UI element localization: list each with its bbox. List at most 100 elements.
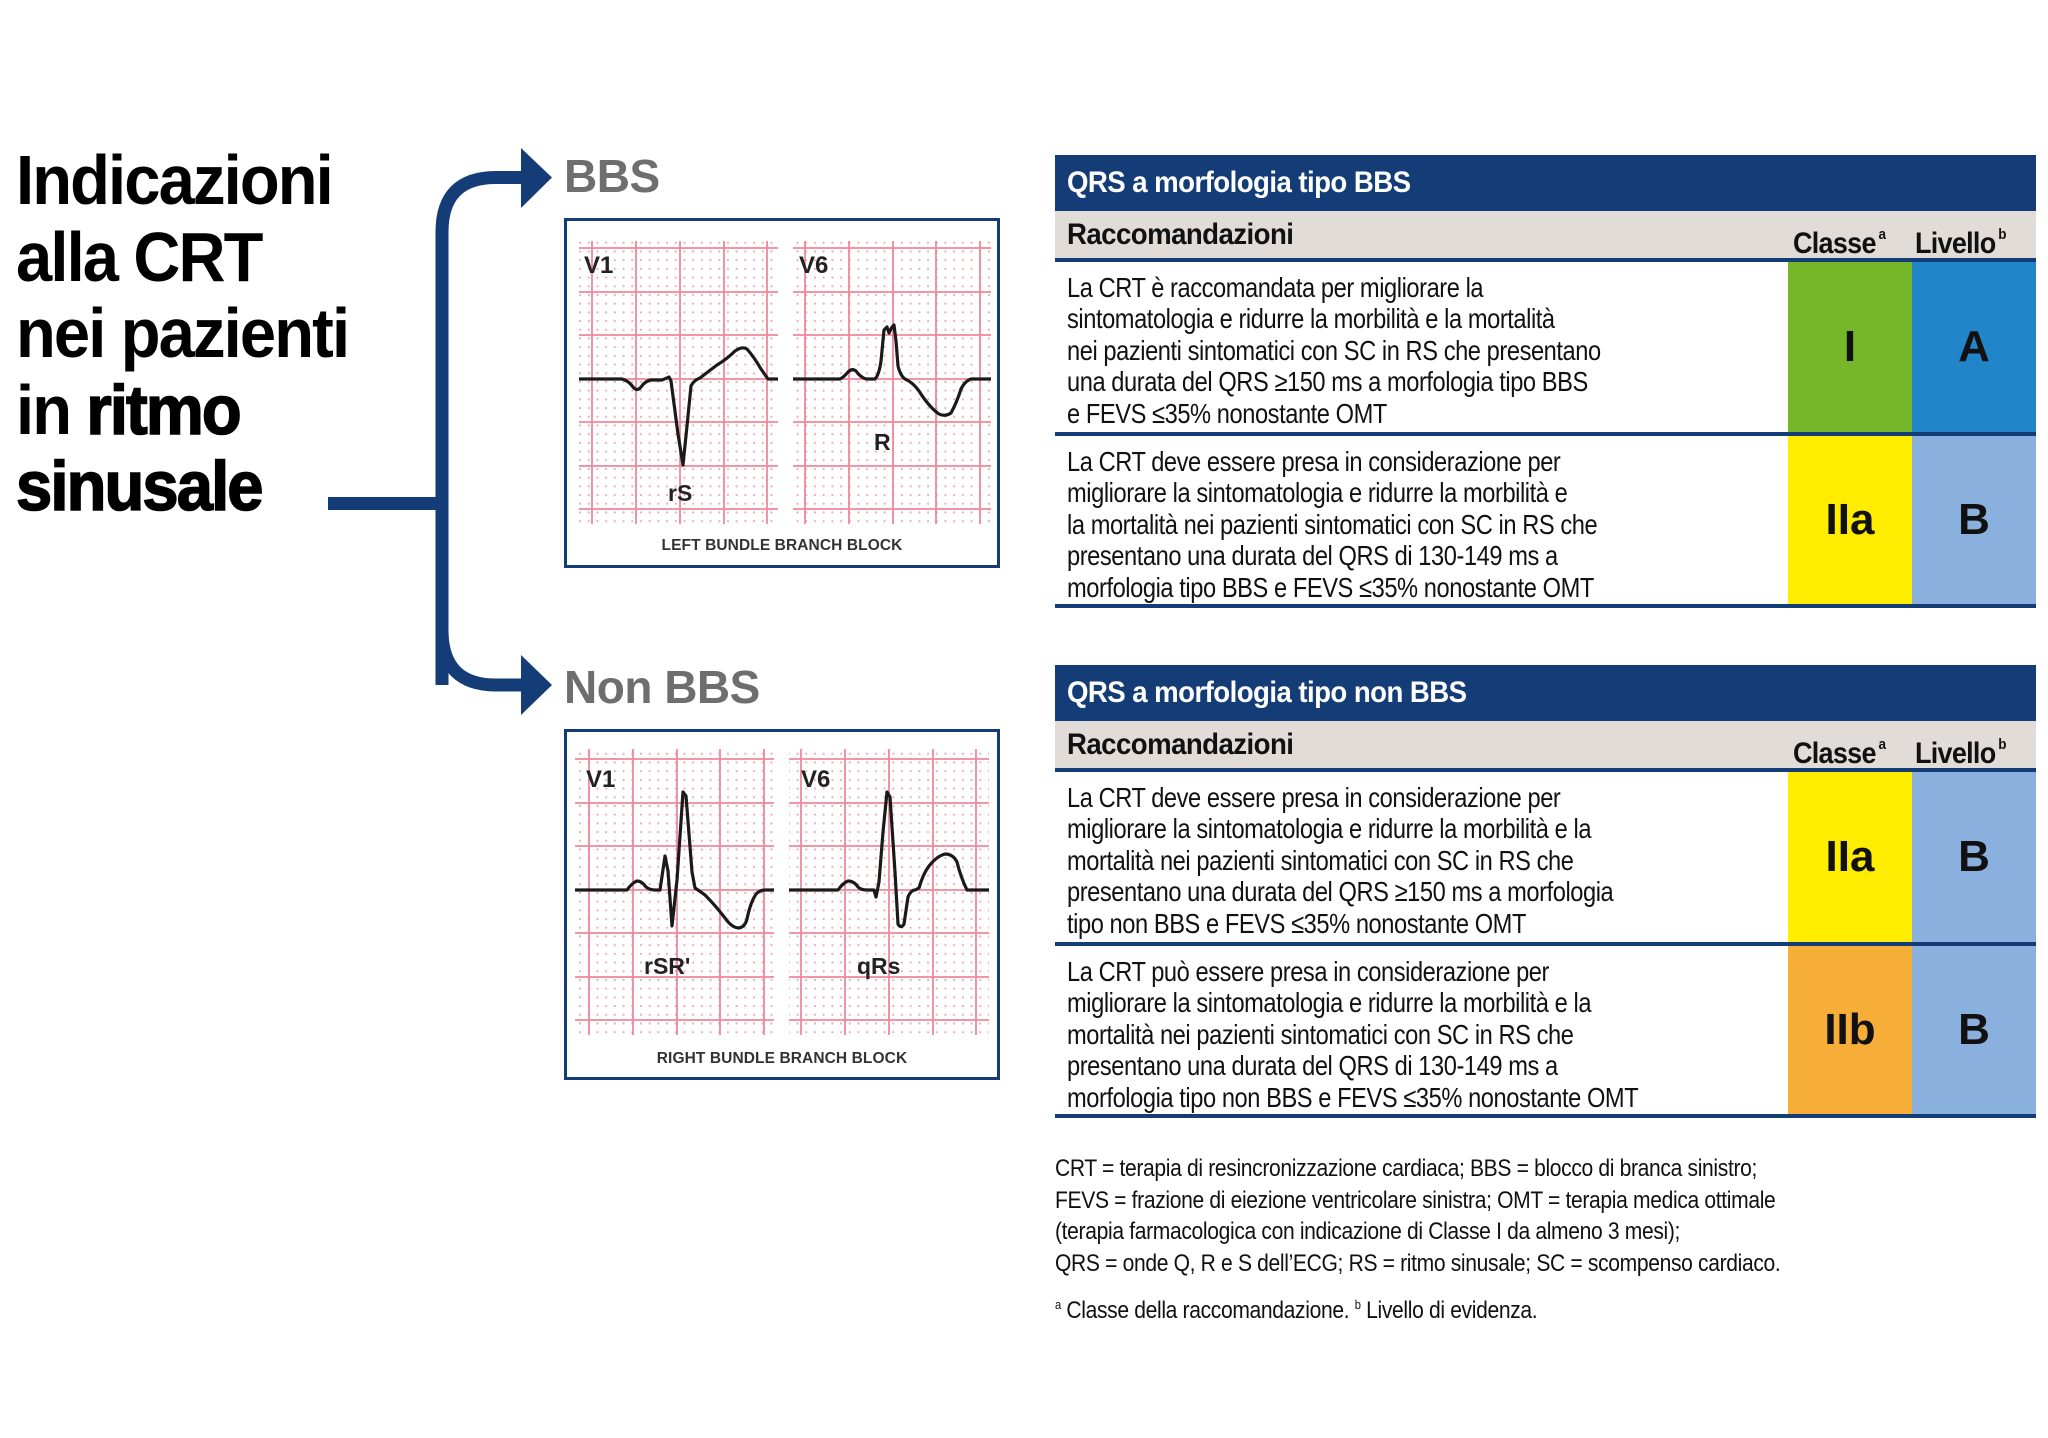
text-line: migliorare la sintomatologia e ridurre l… (1067, 477, 1568, 509)
title-line-4-bold: ritmo (86, 370, 243, 449)
class-label: Classe (1793, 227, 1876, 260)
table-title-text: QRS a morfologia tipo BBS (1067, 166, 1411, 199)
ecg-wave-label-qrs: qRs (857, 953, 900, 979)
arrow-head-bbs-icon (521, 148, 552, 208)
branch-label-non-bbs: Non BBS (564, 661, 760, 713)
title-line-3: nei pazienti (16, 294, 350, 372)
recommendation-table-bbs: QRS a morfologia tipo BBS Raccomandazion… (1055, 155, 2036, 608)
ecg-wave-label-rsr: rSR' (644, 953, 690, 979)
table-row: La CRT deve essere presa in considerazio… (1055, 436, 2036, 608)
class-badge: I (1788, 262, 1912, 432)
text-line: e FEVS ≤35% nonostante OMT (1067, 397, 1387, 429)
level-badge: A (1912, 262, 2036, 432)
text-line: migliorare la sintomatologia e ridurre l… (1067, 987, 1592, 1019)
ecg-caption-rbbb: RIGHT BUNDLE BRANCH BLOCK (656, 1050, 908, 1067)
column-header-recommendations: Raccomandazioni (1067, 218, 1294, 251)
table-title: QRS a morfologia tipo non BBS (1055, 665, 2036, 721)
abbreviation-line: FEVS = frazione di eiezione ventricolare… (1055, 1186, 1776, 1214)
title-line-1: Indicazioni (16, 141, 334, 219)
ecg-lead-label-v1: V1 (584, 252, 613, 279)
table-row: La CRT deve essere presa in considerazio… (1055, 772, 2036, 946)
recommendation-text: La CRT può essere presa in considerazion… (1055, 946, 1788, 1114)
text-line: nei pazienti sintomatici con SC in RS ch… (1067, 334, 1601, 366)
text-line: morfologia tipo non BBS e FEVS ≤35% nono… (1067, 1081, 1639, 1113)
class-badge: IIa (1788, 772, 1912, 942)
arrow-head-non-bbs-icon (521, 655, 552, 715)
table-title-text: QRS a morfologia tipo non BBS (1067, 676, 1467, 709)
class-footnote-mark: a (1878, 226, 1886, 243)
ecg-trace-v1 (579, 346, 778, 467)
text-line: migliorare la sintomatologia e ridurre l… (1067, 813, 1592, 845)
ecg-trace-v6 (789, 790, 989, 929)
ecg-panel-rbbb: V1 V6 rSR' qRs RIGHT BUNDLE BRANCH BLOCK (564, 729, 1000, 1080)
text-line: presentano una durata del QRS ≥150 ms a … (1067, 876, 1614, 908)
footnotes: CRT = terapia di resincronizzazione card… (1055, 1153, 2035, 1327)
text-line: mortalità nei pazienti sintomatici con S… (1067, 1018, 1574, 1050)
text-line: tipo non BBS e FEVS ≤35% nonostante OMT (1067, 907, 1526, 939)
title-line-4: in ritmo (16, 370, 348, 449)
ecg-chart-rbbb: V1 V6 rSR' qRs (575, 749, 989, 1035)
recommendation-text: La CRT deve essere presa in considerazio… (1055, 772, 1788, 942)
table-title: QRS a morfologia tipo BBS (1055, 155, 2036, 211)
ecg-trace-v6 (793, 323, 991, 417)
footnote-a-text: Classe della raccomandazione. (1060, 1297, 1355, 1324)
recommendation-table-non-bbs: QRS a morfologia tipo non BBS Raccomanda… (1055, 665, 2036, 1118)
ecg-wave-label-r: R (874, 429, 891, 455)
text-line: presentano una durata del QRS di 130-149… (1067, 1050, 1558, 1082)
title-line-4-normal: in (16, 370, 87, 449)
text-line: morfologia tipo BBS e FEVS ≤35% nonostan… (1067, 571, 1594, 603)
recommendation-text: La CRT è raccomandata per migliorare la … (1055, 262, 1788, 432)
text-line: presentano una durata del QRS di 130-149… (1067, 540, 1558, 572)
ecg-panel-lbbb: V1 V6 rS R LEFT BUNDLE BRANCH BLOCK (564, 218, 1000, 568)
text-line: una durata del QRS ≥150 ms a morfologia … (1067, 366, 1588, 398)
recommendation-text: La CRT deve essere presa in considerazio… (1055, 436, 1788, 604)
class-badge: IIb (1788, 946, 1912, 1114)
level-badge: B (1912, 946, 2036, 1114)
class-badge: IIa (1788, 436, 1912, 604)
table-row: La CRT è raccomandata per migliorare la … (1055, 262, 2036, 436)
ecg-trace-v1 (575, 790, 774, 930)
level-label: Livello (1915, 737, 1996, 770)
class-label: Classe (1793, 737, 1876, 770)
abbreviation-line: CRT = terapia di resincronizzazione card… (1055, 1155, 1758, 1182)
branch-label-bbs: BBS (564, 150, 660, 202)
level-footnote-mark: b (1998, 736, 2006, 753)
ecg-wave-label-rs: rS (668, 480, 692, 506)
footnote-b-text: Livello di evidenza. (1360, 1297, 1538, 1324)
text-line: La CRT può essere presa in considerazion… (1067, 956, 1549, 987)
level-badge: B (1912, 772, 2036, 942)
table-row: La CRT può essere presa in considerazion… (1055, 946, 2036, 1118)
ecg-grid-v6 (793, 241, 991, 524)
text-line: la mortalità nei pazienti sintomatici co… (1067, 508, 1598, 540)
ecg-lead-label-v6: V6 (801, 766, 830, 793)
ecg-lead-label-v6: V6 (799, 252, 828, 279)
title-line-2: alla CRT (16, 217, 263, 296)
abbreviation-line: QRS = onde Q, R e S dell’ECG; RS = ritmo… (1055, 1249, 1781, 1277)
level-footnote-mark: b (1998, 226, 2006, 243)
ecg-chart-lbbb: V1 V6 rS R (579, 241, 991, 524)
abbreviation-line: (terapia farmacologica con indicazione d… (1055, 1218, 1681, 1245)
text-line: sintomatologia e ridurre la morbilità e … (1067, 303, 1555, 335)
column-header-recommendations: Raccomandazioni (1067, 728, 1294, 761)
main-title: Indicazioni alla CRT nei pazienti in rit… (15, 141, 373, 525)
ecg-caption-lbbb: LEFT BUNDLE BRANCH BLOCK (661, 537, 903, 554)
class-footnote-mark: a (1878, 736, 1886, 753)
footnote-legend: a Classe della raccomandazione. b Livell… (1055, 1289, 1898, 1327)
title-line-5: sinusale (15, 447, 264, 525)
footnote-mark-b: b (1354, 1297, 1361, 1312)
level-label: Livello (1915, 227, 1996, 260)
level-badge: B (1912, 436, 2036, 604)
text-line: mortalità nei pazienti sintomatici con S… (1067, 844, 1574, 876)
text-line: La CRT deve essere presa in considerazio… (1067, 782, 1561, 813)
footnote-mark-a: a (1055, 1297, 1061, 1312)
text-line: La CRT è raccomandata per migliorare la (1067, 272, 1484, 303)
ecg-grid-v6 (789, 749, 989, 1035)
text-line: La CRT deve essere presa in considerazio… (1067, 446, 1561, 477)
ecg-lead-label-v1: V1 (586, 766, 615, 793)
